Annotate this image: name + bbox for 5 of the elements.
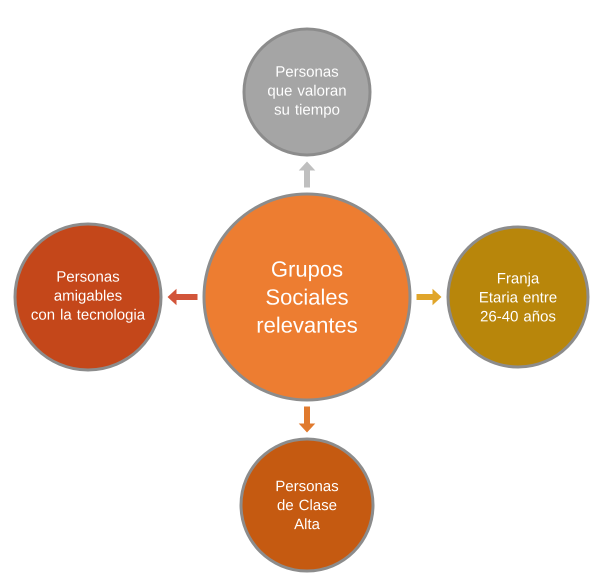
circle-node: Personas de Clase Alta (240, 438, 374, 572)
circle-node: Personas amigables con la tecnologia (14, 222, 162, 372)
circle-node: Grupos Sociales relevantes (202, 192, 412, 402)
circle-node: Franja Etaria entre 26-40 años (446, 226, 590, 368)
circle-node: Personas que valoran su tiempo (242, 28, 372, 156)
